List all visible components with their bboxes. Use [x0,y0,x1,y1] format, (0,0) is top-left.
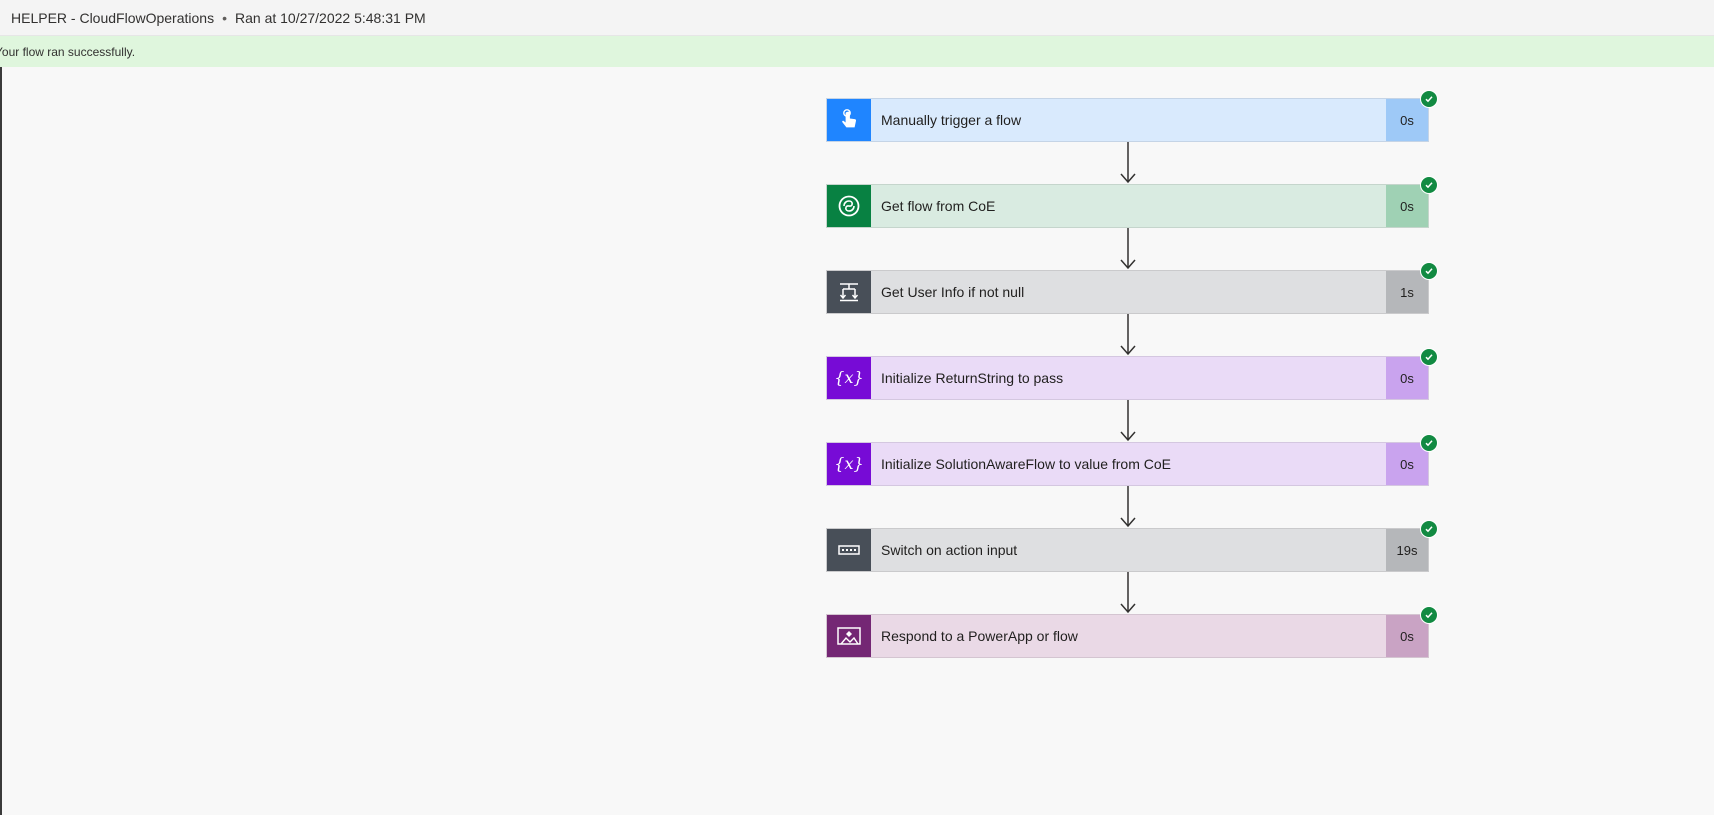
step-duration: 0s [1386,99,1428,141]
flow-canvas: Manually trigger a flow 0s Get flow from… [826,90,1438,658]
step-title: Initialize ReturnString to pass [881,370,1064,386]
step-title: Switch on action input [881,542,1018,558]
step-card-get-flow[interactable]: Get flow from CoE 0s [826,176,1438,228]
step-duration: 0s [1386,185,1428,227]
step-duration: 19s [1386,529,1428,571]
window-left-edge [0,0,2,815]
success-banner: Your flow ran successfully. [0,36,1714,67]
connector-arrow [826,486,1429,528]
step-duration: 0s [1386,443,1428,485]
step-card-manual-trigger[interactable]: Manually trigger a flow 0s [826,90,1438,142]
success-check-icon [1420,348,1438,366]
step-duration: 1s [1386,271,1428,313]
step-card-condition[interactable]: Get User Info if not null 1s [826,262,1438,314]
run-timestamp: Ran at 10/27/2022 5:48:31 PM [235,9,426,26]
connector-arrow [826,400,1429,442]
success-check-icon [1420,262,1438,280]
variable-icon: {x} [827,443,871,485]
step-title: Respond to a PowerApp or flow [881,628,1078,644]
connector-arrow [826,314,1429,356]
step-title: Initialize SolutionAwareFlow to value fr… [881,456,1171,472]
dataverse-icon [827,185,871,227]
step-card-initialize-returnstring[interactable]: {x} Initialize ReturnString to pass 0s [826,348,1438,400]
connector-arrow [826,572,1429,614]
header-separator: • [222,9,227,26]
success-check-icon [1420,606,1438,624]
step-title: Get User Info if not null [881,284,1025,300]
success-check-icon [1420,176,1438,194]
svg-text:{x}: {x} [834,454,863,473]
variable-icon: {x} [827,357,871,399]
powerapps-respond-icon [827,615,871,657]
success-check-icon [1420,434,1438,452]
flow-name: HELPER - CloudFlowOperations [11,9,215,26]
step-card-respond-powerapp[interactable]: Respond to a PowerApp or flow 0s [826,606,1438,658]
switch-icon [827,529,871,571]
step-card-initialize-solutionawareflow[interactable]: {x} Initialize SolutionAwareFlow to valu… [826,434,1438,486]
step-duration: 0s [1386,357,1428,399]
step-card-switch[interactable]: Switch on action input 19s [826,520,1438,572]
step-duration: 0s [1386,615,1428,657]
success-check-icon [1420,90,1438,108]
connector-arrow [826,142,1429,184]
run-header: HELPER - CloudFlowOperations • Ran at 10… [0,0,1714,36]
success-check-icon [1420,520,1438,538]
manual-trigger-icon [827,99,871,141]
step-title: Get flow from CoE [881,198,996,214]
svg-text:{x}: {x} [834,368,863,387]
condition-icon [827,271,871,313]
success-message: Your flow ran successfully. [0,44,136,59]
step-title: Manually trigger a flow [881,112,1022,128]
connector-arrow [826,228,1429,270]
